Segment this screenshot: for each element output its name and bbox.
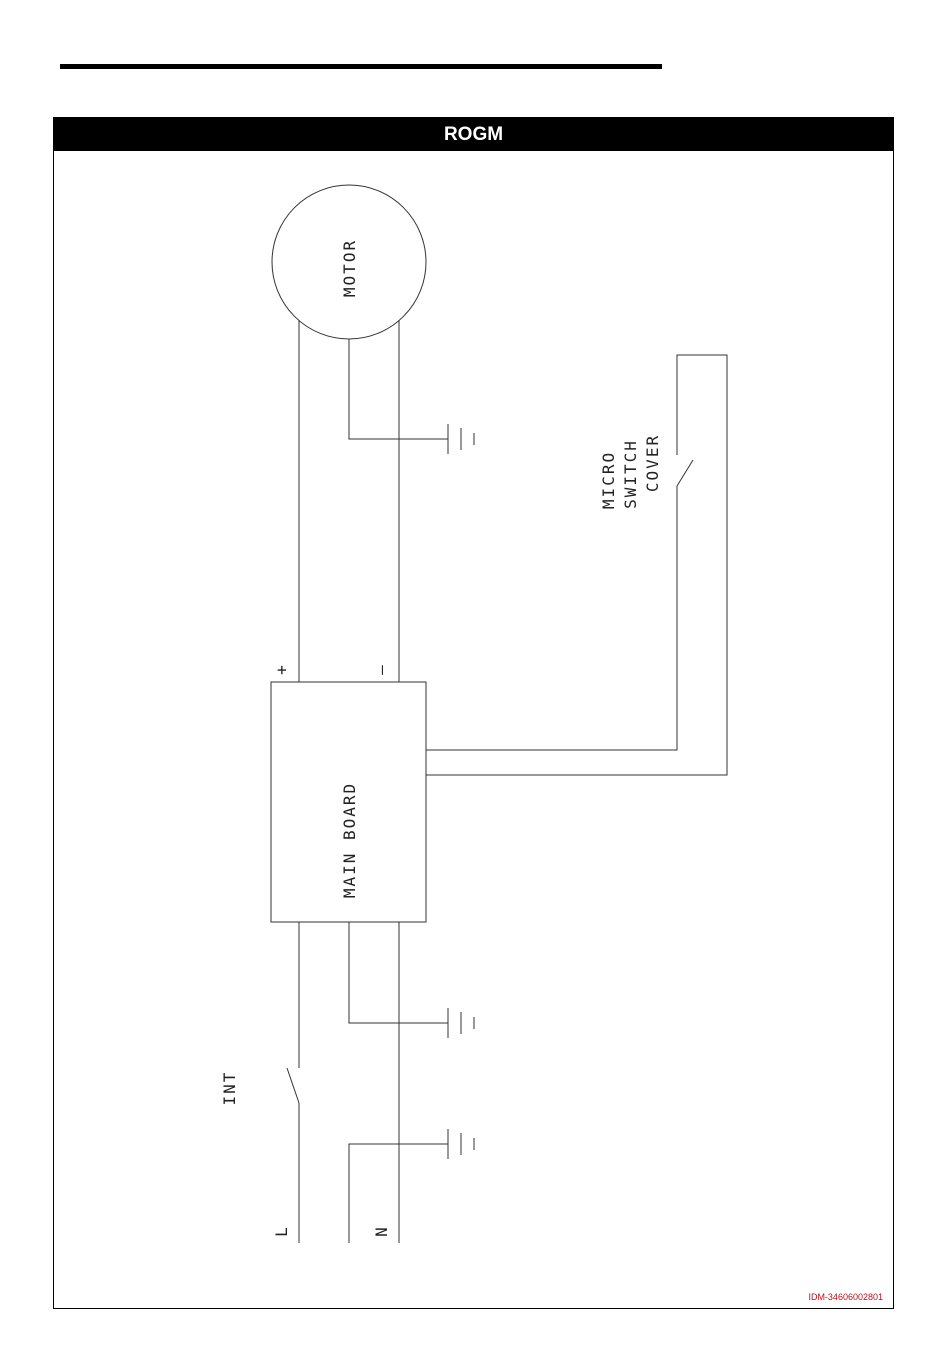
ground-symbol-earth [448, 1129, 474, 1159]
micro-label: MICRO [599, 451, 618, 509]
cover-label: COVER [643, 434, 662, 492]
main-board-label: MAIN BOARD [340, 782, 359, 898]
micro-switch-wire-a [426, 486, 677, 750]
line-label: L [272, 1227, 291, 1237]
minus-label: – [372, 665, 391, 675]
ground-symbol-motor [448, 424, 474, 454]
motor-label: MOTOR [340, 239, 359, 297]
int-switch-contact [287, 1068, 299, 1103]
micro-switch-contact [677, 460, 693, 486]
neutral-label: N [372, 1227, 391, 1237]
switch-label: SWITCH [621, 439, 640, 509]
plus-label: + [272, 665, 291, 675]
int-label: INT [220, 1071, 239, 1106]
micro-switch-wire-b [426, 355, 727, 775]
ground-symbol-board [448, 1008, 474, 1038]
